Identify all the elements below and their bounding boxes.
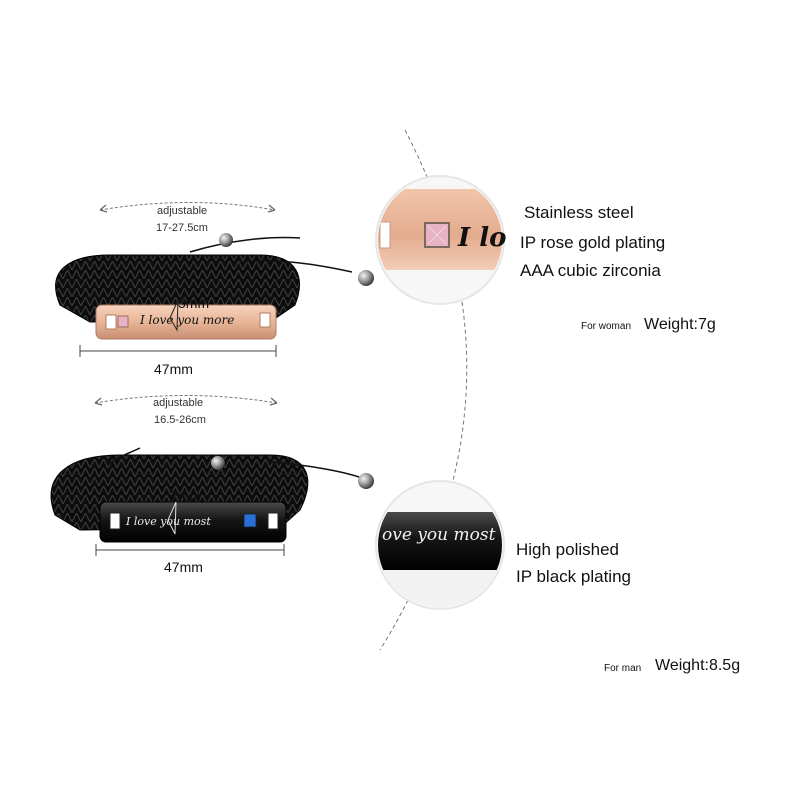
woman-bead-2 [358, 270, 374, 286]
woman-detail-circle [375, 175, 505, 305]
man-adjust-arc [94, 395, 278, 406]
man-engraving: I love you most [126, 515, 211, 528]
man-gender-label: For man [604, 663, 642, 674]
man-detail-engraving: ove you most [382, 525, 496, 545]
woman-spec-material: Stainless steel [524, 203, 634, 222]
woman-bead-1 [219, 233, 233, 247]
woman-bracelet [55, 233, 374, 340]
man-weight: Weight:8.5g [655, 657, 741, 674]
woman-length-dimension [79, 345, 277, 357]
woman-range-label: 17-27.5cm [156, 222, 208, 234]
man-length-dimension [95, 544, 285, 556]
man-stone [243, 513, 257, 528]
woman-adjustable-label: adjustable [157, 205, 208, 217]
man-adjustable-label: adjustable [153, 397, 204, 409]
man-bead-1 [211, 456, 225, 470]
man-bead-2 [358, 473, 374, 489]
woman-detail-engraving: I lo [458, 223, 507, 253]
woman-spec-plating: IP rose gold plating [520, 233, 666, 252]
woman-width-label: 5mm [178, 295, 210, 311]
woman-spec-stone: AAA cubic zirconia [520, 261, 661, 280]
man-spec-plating: IP black plating [516, 567, 631, 586]
man-detail-circle [375, 480, 505, 610]
man-spec-finish: High polished [516, 540, 620, 559]
woman-engraving: I love you more [140, 313, 235, 327]
man-range-label: 16.5-26cm [154, 414, 206, 426]
woman-adjust-arc [99, 202, 276, 213]
woman-weight: Weight:7g [644, 316, 716, 333]
man-width-label: 7mm [170, 488, 202, 504]
man-bracelet [50, 447, 374, 543]
woman-length-label: 47mm [154, 361, 193, 377]
woman-plate [95, 304, 277, 340]
woman-stone [117, 315, 129, 328]
woman-gender-label: For woman [581, 321, 632, 332]
man-length-label: 47mm [164, 559, 203, 575]
man-plate [99, 501, 287, 543]
